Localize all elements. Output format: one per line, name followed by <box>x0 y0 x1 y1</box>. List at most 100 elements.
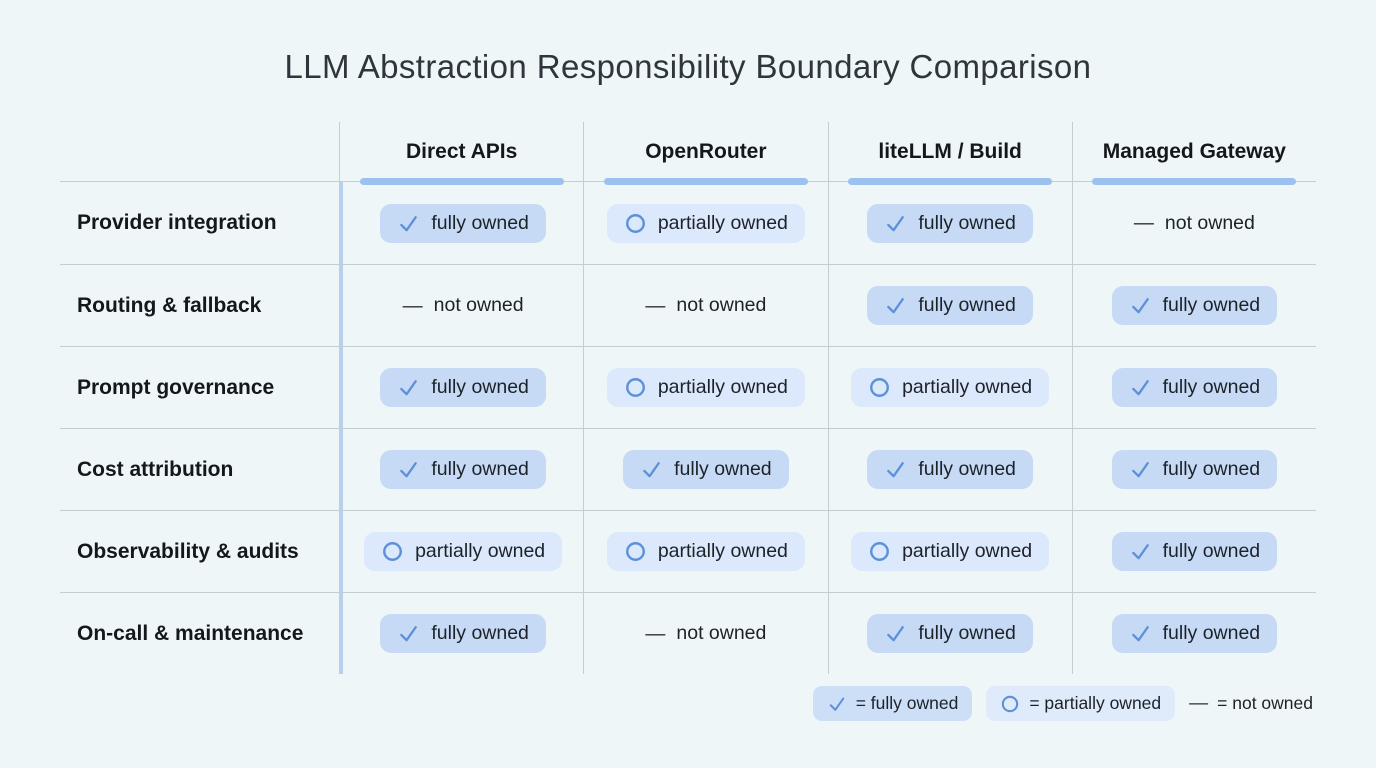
column-header-managed-gateway: Managed Gateway <box>1071 122 1316 185</box>
status-label: not owned <box>676 622 767 644</box>
check-icon <box>397 622 420 645</box>
status-label: partially owned <box>657 211 788 234</box>
status-label: not owned <box>433 294 524 316</box>
circle-icon <box>624 376 647 399</box>
dash-icon: — <box>645 622 666 645</box>
status-badge-fully: fully owned <box>380 450 546 489</box>
row-label: Provider integration <box>77 211 277 234</box>
status-badge-fully: fully owned <box>1111 368 1278 407</box>
status-badge-fully: fully owned <box>1111 614 1278 653</box>
status-label: partially owned <box>415 540 546 562</box>
check-icon <box>1129 294 1152 317</box>
circle-icon <box>868 540 891 563</box>
check-icon <box>884 458 907 481</box>
table-cell: fully owned <box>1071 511 1316 592</box>
table-cell: fully owned <box>1071 593 1316 674</box>
status-badge-fully: fully owned <box>867 286 1033 325</box>
status-label: fully owned <box>1162 294 1261 316</box>
row-label-header-cell <box>60 122 339 181</box>
check-icon <box>1129 540 1152 563</box>
status-badge-fully: fully owned <box>380 203 546 243</box>
legend-label: = partially owned <box>1029 693 1162 713</box>
circle-icon <box>381 540 404 563</box>
row-label: Prompt governance <box>77 375 275 399</box>
status-badge-fully: fully owned <box>380 368 546 407</box>
row-label: Observability & audits <box>77 539 299 563</box>
table-cell: fully owned <box>827 265 1072 346</box>
table-cell: partially owned <box>583 511 827 592</box>
status-badge-partially: partially owned <box>606 532 805 571</box>
check-icon <box>397 458 420 481</box>
table-cell: fully owned <box>1071 265 1316 346</box>
table-body: Provider integration fully owned partially… <box>60 182 1316 674</box>
circle-icon <box>624 540 647 563</box>
check-icon <box>884 294 907 317</box>
legend-item-not: —= not owned <box>1189 686 1313 721</box>
table-row-provider-integration: Provider integration fully owned partially… <box>60 182 1316 264</box>
header-underline <box>359 178 564 185</box>
check-icon <box>397 212 420 235</box>
status-label: partially owned <box>902 376 1033 398</box>
status-badge-fully: fully owned <box>867 614 1033 653</box>
status-badge-not: — not owned <box>1134 204 1255 243</box>
status-badge-fully: fully owned <box>1111 286 1278 325</box>
status-label: fully owned <box>431 622 529 644</box>
column-header-direct-apis: Direct APIs <box>339 122 583 185</box>
legend: = fully owned = partially owned —= not own… <box>812 686 1313 721</box>
status-label: fully owned <box>1162 622 1261 644</box>
circle-icon <box>1000 694 1020 714</box>
table-cell: fully owned <box>1071 429 1316 510</box>
check-icon <box>1129 622 1152 645</box>
status-badge-partially: partially owned <box>851 532 1050 571</box>
status-label: not owned <box>1164 211 1255 234</box>
column-header-label: OpenRouter <box>645 139 767 163</box>
status-badge-partially: partially owned <box>851 368 1050 407</box>
circle-icon <box>868 376 891 399</box>
status-badge-not: —not owned <box>645 286 766 325</box>
table-cell: fully owned <box>827 429 1072 510</box>
table-cell: fully owned <box>583 429 827 510</box>
dash-icon: — <box>1189 693 1209 714</box>
status-label: fully owned <box>918 294 1016 316</box>
dash-icon: — <box>1133 212 1154 234</box>
table-cell: — not owned <box>583 593 827 674</box>
status-label: fully owned <box>674 458 772 480</box>
header-underline <box>1092 178 1297 185</box>
status-label: fully owned <box>918 622 1016 644</box>
dash-icon: — <box>402 294 423 317</box>
status-badge-not: — not owned <box>403 286 524 325</box>
legend-item-fully: = fully owned <box>812 686 973 721</box>
status-badge-partially: partially owned <box>606 368 805 407</box>
header-underline <box>848 178 1053 185</box>
status-label: fully owned <box>1162 540 1261 562</box>
status-label: partially owned <box>657 376 788 398</box>
status-label: fully owned <box>1162 376 1261 398</box>
row-label: Routing & fallback <box>77 293 262 317</box>
status-label: fully owned <box>431 211 529 234</box>
check-icon <box>1129 376 1152 399</box>
dash-icon: — <box>645 294 666 317</box>
table-cell: partially owned <box>827 347 1072 428</box>
table-cell: fully owned <box>339 593 583 674</box>
status-badge-partially: partially owned <box>364 532 563 571</box>
column-header-litellm-build: liteLLM / Build <box>827 122 1072 185</box>
table-cell: fully owned <box>339 347 583 428</box>
table-row-observability-audits: Observability & audits partially owned par… <box>60 510 1316 592</box>
check-icon <box>397 376 420 399</box>
table-cell: — not owned <box>1071 182 1316 264</box>
header-underline <box>603 178 808 185</box>
table-cell: partially owned <box>583 182 827 264</box>
status-badge-fully: fully owned <box>1111 532 1278 571</box>
circle-icon <box>624 212 647 235</box>
table-cell: fully owned <box>1071 347 1316 428</box>
status-label: fully owned <box>431 376 529 398</box>
table-row-on-call-maintenance: On-call & maintenance fully owned — not own… <box>60 592 1316 674</box>
legend-label: = fully owned <box>855 693 959 713</box>
row-label: On-call & maintenance <box>77 621 304 645</box>
status-badge-partially: partially owned <box>606 203 805 243</box>
status-label: fully owned <box>431 458 529 480</box>
status-badge-fully: fully owned <box>867 203 1033 243</box>
